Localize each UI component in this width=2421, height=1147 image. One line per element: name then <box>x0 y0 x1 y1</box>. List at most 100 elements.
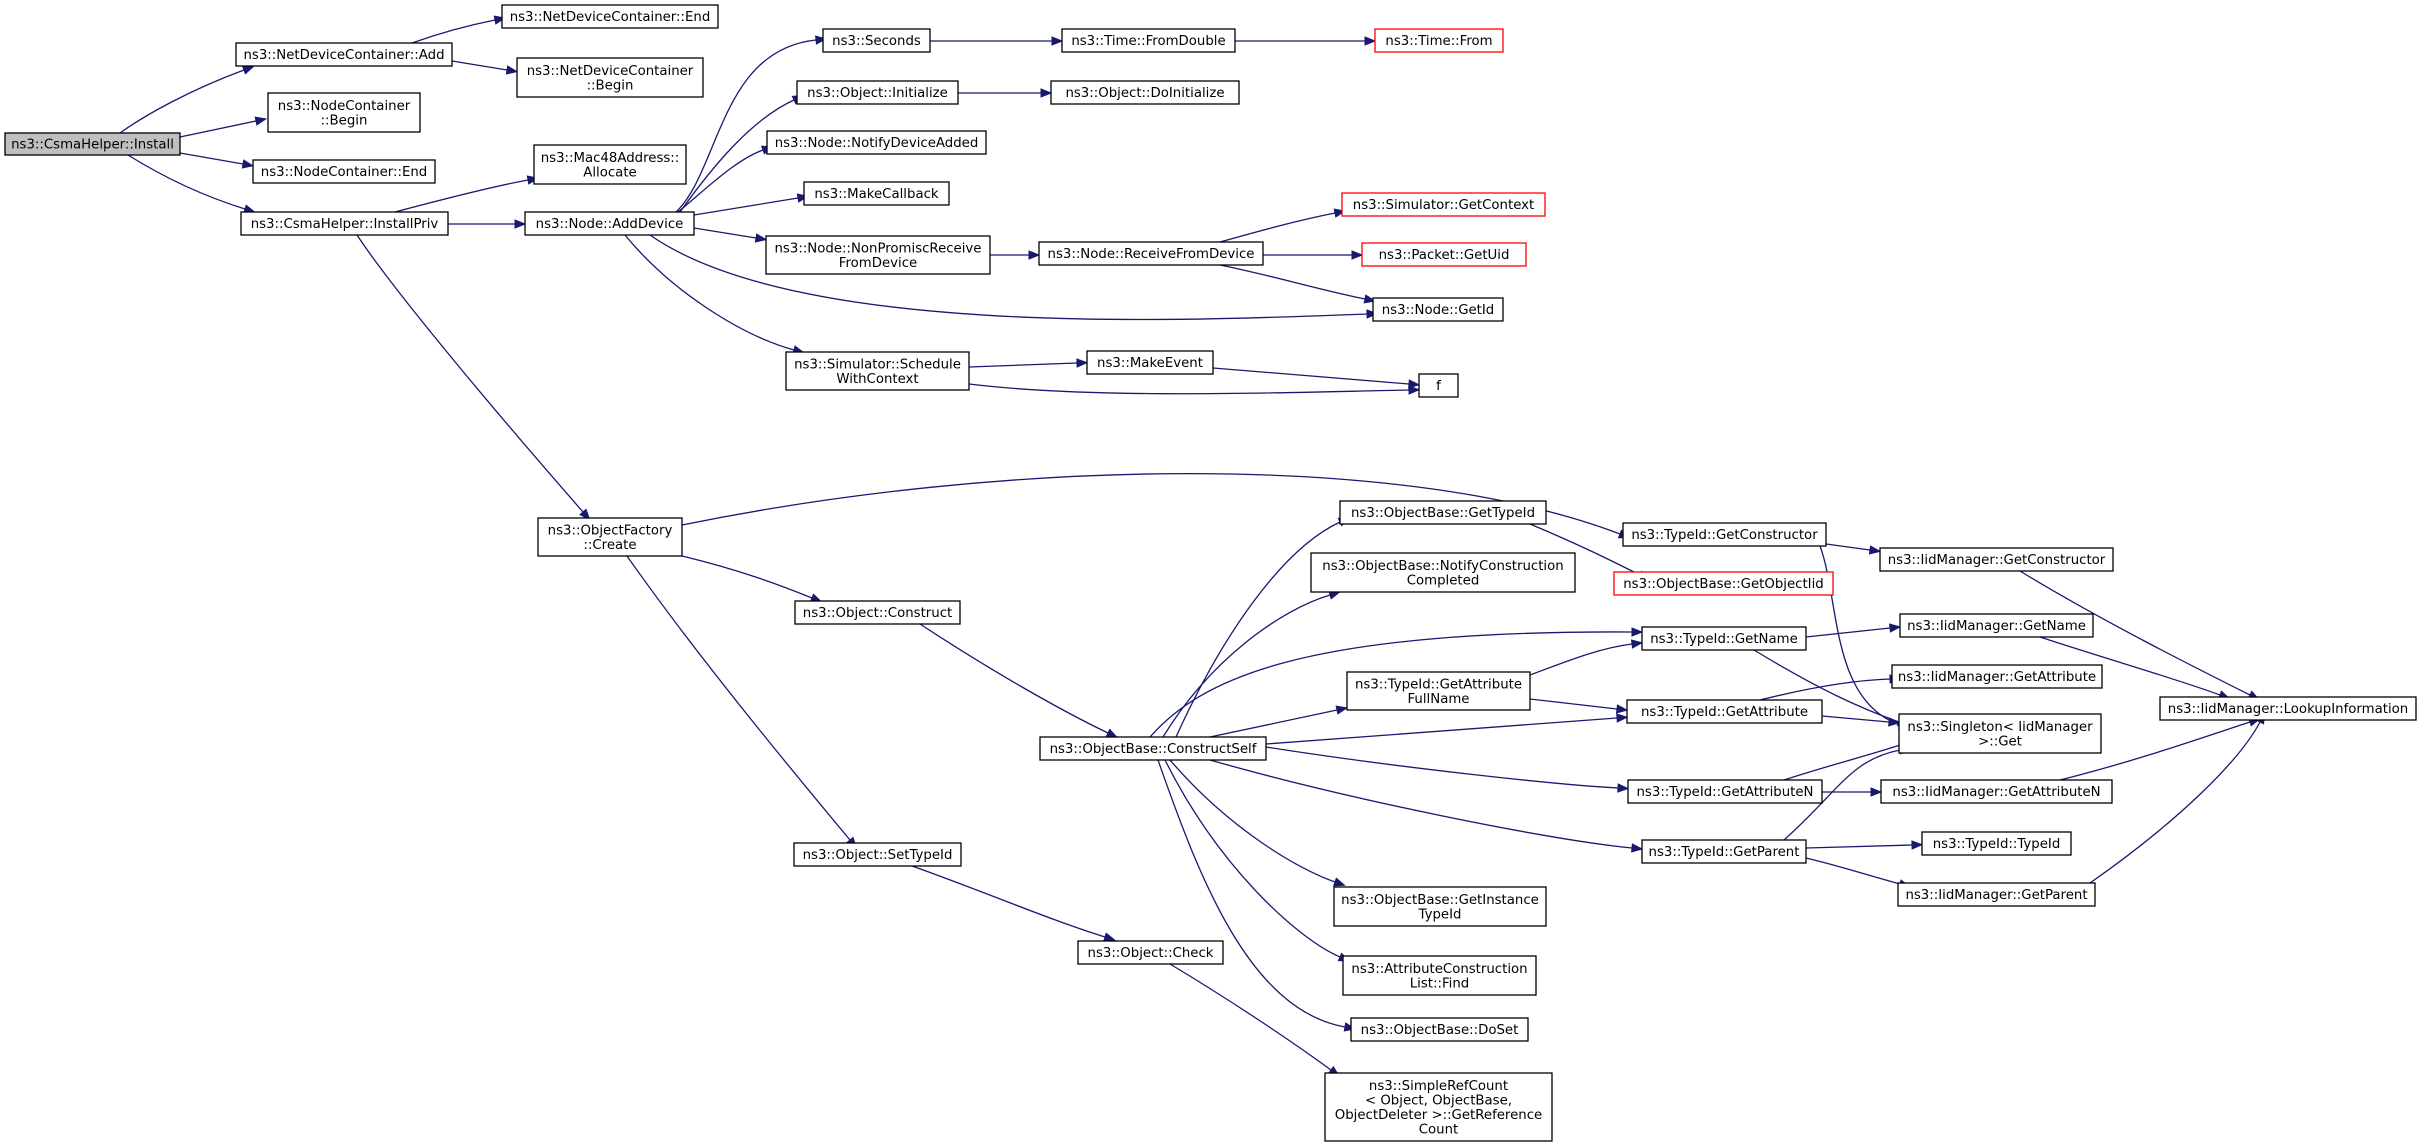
node-iid-getattr[interactable]: ns3::IidManager::GetAttribute <box>1891 664 2103 689</box>
edge-line <box>1265 717 1618 745</box>
edge-construct_self-to-ob_gettypeid <box>1175 517 1351 738</box>
arrow-head-icon <box>1870 787 1883 797</box>
edge-line <box>649 234 1368 321</box>
node-iid-getparent[interactable]: ns3::IidManager::GetParent <box>1897 882 2096 907</box>
node-ob-getobjtid[interactable]: ns3::ObjectBase::GetObjectIid <box>1613 571 1834 596</box>
node-make-event[interactable]: ns3::MakeEvent <box>1086 350 1214 375</box>
edge-get_attr_full-to-tid_getattr <box>1529 698 1629 714</box>
edge-line <box>1753 649 1900 723</box>
node-label: ns3::CsmaHelper::Install <box>11 138 174 153</box>
edge-construct_self-to-tid_getname <box>1149 627 1644 738</box>
arrow-head-icon <box>254 116 268 126</box>
edge-add_device-to-nonpromisc <box>693 227 768 243</box>
node-ndc-end[interactable]: ns3::NetDeviceContainer::End <box>501 4 719 29</box>
node-label: ::Begin <box>587 78 634 93</box>
node-seconds[interactable]: ns3::Seconds <box>822 28 931 53</box>
arrow-head-icon <box>1408 385 1421 395</box>
edge-tid_getname-to-iid_getname <box>1805 623 1902 638</box>
edge-obj_init-to-obj_doinit <box>958 88 1053 98</box>
node-tid-getname[interactable]: ns3::TypeId::GetName <box>1641 626 1807 651</box>
node-f[interactable]: f <box>1418 373 1459 398</box>
node-label: ns3::IidManager::LookupInformation <box>2168 702 2408 717</box>
edge-make_event-to-f <box>1212 367 1421 389</box>
node-obj-doinit[interactable]: ns3::Object::DoInitialize <box>1050 80 1240 105</box>
node-box <box>1039 736 1267 761</box>
node-tid-typeid[interactable]: ns3::TypeId::TypeId <box>1921 831 2072 856</box>
edge-construct_self-to-tid_getparent <box>1209 759 1644 853</box>
edge-line <box>1805 844 1913 849</box>
node-box <box>2159 696 2417 721</box>
node-nc-end[interactable]: ns3::NodeContainer::End <box>252 159 436 184</box>
arrow-head-icon <box>1615 704 1629 714</box>
node-nc-begin[interactable]: ns3::NodeContainer::Begin <box>267 92 421 133</box>
node-tid-getattr[interactable]: ns3::TypeId::GetAttribute <box>1626 699 1823 724</box>
edge-ndc_add-to-ndc_end <box>411 15 507 44</box>
node-from-double[interactable]: ns3::Time::FromDouble <box>1061 28 1236 53</box>
edge-line <box>693 197 799 216</box>
node-mac-alloc[interactable]: ns3::Mac48Address::Allocate <box>533 144 687 185</box>
node-obj-construct[interactable]: ns3::Object::Construct <box>794 600 961 625</box>
node-label: ns3::IidManager::GetConstructor <box>1888 553 2106 568</box>
node-notify-dev[interactable]: ns3::Node::NotifyDeviceAdded <box>766 130 987 155</box>
edge-line <box>1157 759 1346 1028</box>
edge-line <box>677 149 764 213</box>
node-obj-check[interactable]: ns3::Object::Check <box>1077 940 1224 965</box>
node-label: ns3::TypeId::GetAttribute <box>1355 677 1522 692</box>
node-label: ns3::Packet::GetUid <box>1379 248 1510 263</box>
node-lookup[interactable]: ns3::IidManager::LookupInformation <box>2159 696 2417 721</box>
node-install[interactable]: ns3::CsmaHelper::Install <box>4 132 181 156</box>
node-tid-getparent[interactable]: ns3::TypeId::GetParent <box>1641 839 1807 864</box>
node-get-id[interactable]: ns3::Node::GetId <box>1372 297 1504 322</box>
node-singleton[interactable]: ns3::Singleton< IidManager>::Get <box>1898 713 2102 754</box>
node-iid-getname[interactable]: ns3::IidManager::GetName <box>1899 613 2094 638</box>
edge-install_priv-to-add_device <box>448 219 527 229</box>
node-label: ns3::ObjectBase::ConstructSelf <box>1050 742 1257 757</box>
node-get-context[interactable]: ns3::Simulator::GetContext <box>1341 192 1546 217</box>
arrow-head-icon <box>754 233 768 243</box>
edge-construct_self-to-acl_find <box>1164 759 1351 962</box>
node-ob-doset[interactable]: ns3::ObjectBase::DoSet <box>1350 1017 1529 1042</box>
node-make-cb[interactable]: ns3::MakeCallback <box>803 181 950 206</box>
node-ob-gettypeid[interactable]: ns3::ObjectBase::GetTypeId <box>1339 500 1547 525</box>
arrow-head-icon <box>1888 623 1902 633</box>
node-add-device[interactable]: ns3::Node::AddDevice <box>524 211 695 236</box>
node-iid-getctor[interactable]: ns3::IidManager::GetConstructor <box>1879 547 2114 572</box>
node-label: f <box>1436 379 1441 394</box>
edge-install-to-nc_begin <box>179 116 268 138</box>
node-get-uid[interactable]: ns3::Packet::GetUid <box>1361 242 1527 267</box>
node-install-priv[interactable]: ns3::CsmaHelper::InstallPriv <box>240 211 449 236</box>
node-box <box>1038 241 1264 266</box>
node-ndc-begin[interactable]: ns3::NetDeviceContainer::Begin <box>516 57 704 98</box>
edge-add_device-to-notify_dev <box>677 145 774 213</box>
node-label: ns3::Node::NonPromiscReceive <box>775 241 982 256</box>
node-simple-ref[interactable]: ns3::SimpleRefCount< Object, ObjectBase,… <box>1324 1072 1553 1142</box>
node-label: ns3::Seconds <box>832 34 921 49</box>
arrow-head-icon <box>1888 717 1901 727</box>
node-iid-getattrn[interactable]: ns3::IidManager::GetAttributeN <box>1880 779 2113 804</box>
node-recv-from[interactable]: ns3::Node::ReceiveFromDevice <box>1038 241 1264 266</box>
node-ob-notify[interactable]: ns3::ObjectBase::NotifyConstructionCompl… <box>1310 552 1576 593</box>
node-ndc-add[interactable]: ns3::NetDeviceContainer::Add <box>235 42 453 67</box>
node-tid-getattrn[interactable]: ns3::TypeId::GetAttributeN <box>1627 779 1823 804</box>
edge-obj_check-to-simple_ref <box>1169 963 1341 1077</box>
arrow-head-icon <box>505 65 519 75</box>
arrow-head-icon <box>1363 294 1377 304</box>
node-tid-getctor[interactable]: ns3::TypeId::GetConstructor <box>1622 522 1827 547</box>
edge-line <box>919 623 1109 734</box>
edge-tid_getparent-to-iid_getparent <box>1805 857 1911 889</box>
node-box <box>1372 297 1504 322</box>
node-set-typeid[interactable]: ns3::Object::SetTypeId <box>793 842 962 867</box>
node-construct-self[interactable]: ns3::ObjectBase::ConstructSelf <box>1039 736 1267 761</box>
arrow-head-icon <box>1631 627 1644 637</box>
edge-line <box>626 555 851 841</box>
node-box <box>1086 350 1214 375</box>
node-of-create[interactable]: ns3::ObjectFactory::Create <box>537 517 683 557</box>
node-time-from[interactable]: ns3::Time::From <box>1374 28 1504 53</box>
node-obj-init[interactable]: ns3::Object::Initialize <box>796 80 959 105</box>
